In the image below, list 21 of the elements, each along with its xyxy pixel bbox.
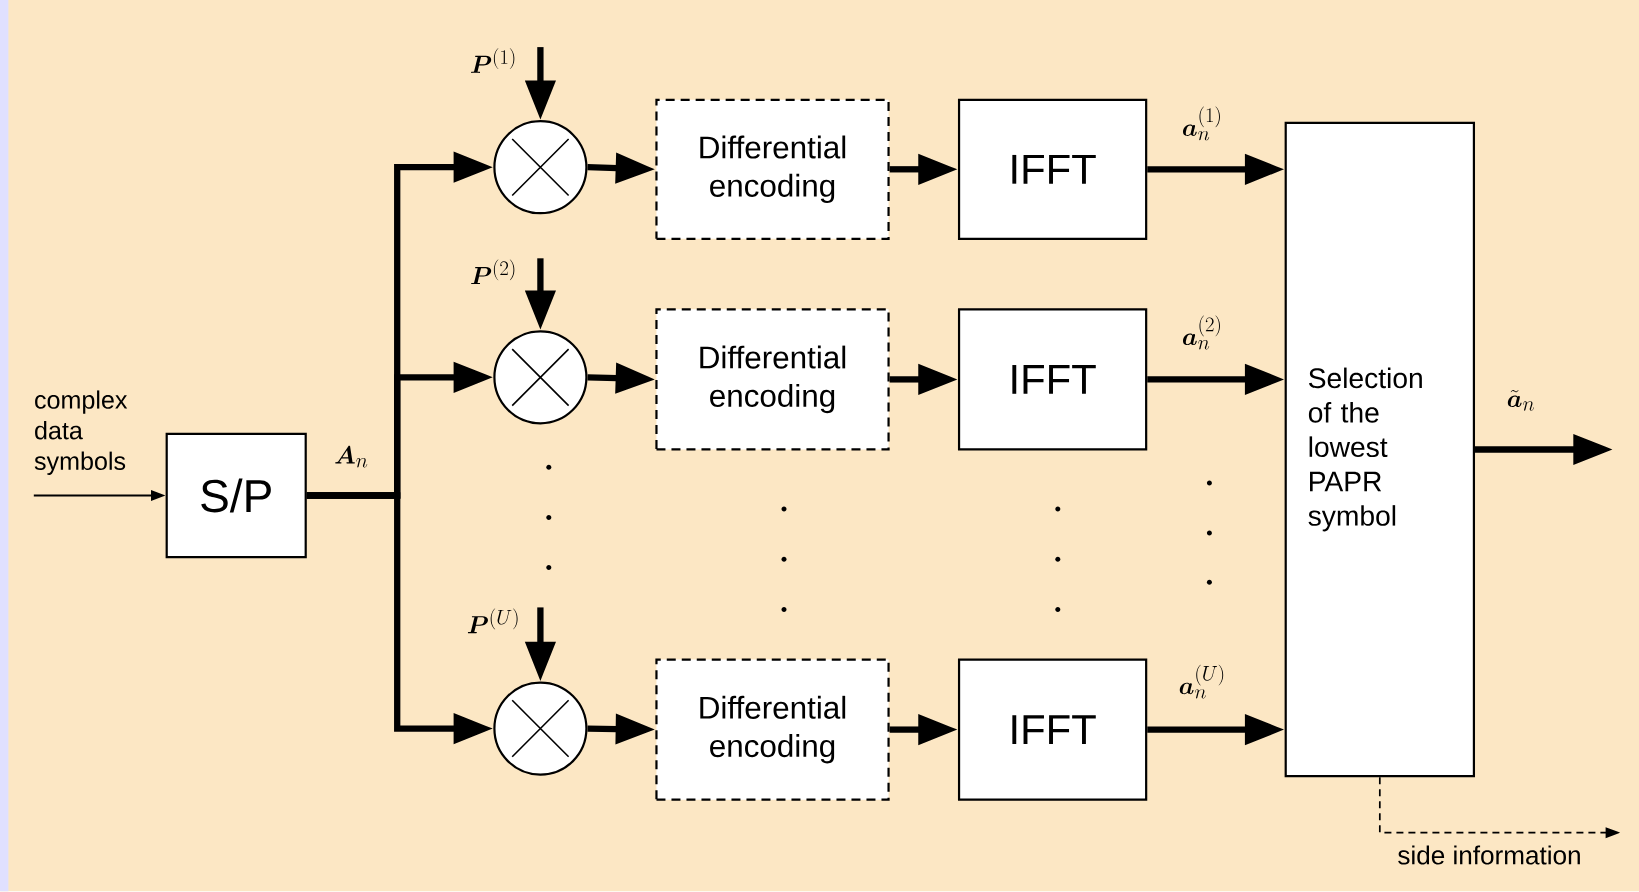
process-box: IFFT	[957, 658, 1148, 801]
multiplier-symbol	[493, 330, 588, 425]
edge-label: $\boldsymbol{a}_{n}^{(U)}$	[1179, 664, 1224, 699]
multiplier-symbol	[493, 120, 588, 215]
edge-label: $\boldsymbol{A}_{n}$	[335, 446, 368, 468]
process-box: Selection of the lowest PAPR symbol	[1284, 121, 1475, 778]
edge-label: $\tilde{\boldsymbol{a}}_{n}$	[1507, 390, 1534, 411]
optional-process-box: Differential encoding	[655, 98, 890, 241]
edge-label: side information	[1398, 845, 1580, 865]
phase-vector-label: $\boldsymbol{P}^{(2)}$	[471, 259, 515, 285]
optional-process-box: Differential encoding	[655, 308, 890, 451]
process-box: IFFT	[957, 98, 1148, 241]
process-box: S/P	[165, 432, 307, 559]
edge-label: $\boldsymbol{a}_{n}^{(2)}$	[1183, 315, 1220, 350]
input-label: complex data symbols	[34, 390, 128, 476]
phase-vector-label: $\boldsymbol{P}^{(1)}$	[471, 48, 515, 74]
edge-label: $\boldsymbol{a}_{n}^{(1)}$	[1183, 106, 1220, 141]
phase-vector-label: $\boldsymbol{P}^{(U)}$	[467, 608, 518, 634]
process-box: IFFT	[957, 308, 1148, 451]
multiplier-symbol	[493, 681, 588, 776]
optional-process-box: Differential encoding	[655, 658, 890, 801]
